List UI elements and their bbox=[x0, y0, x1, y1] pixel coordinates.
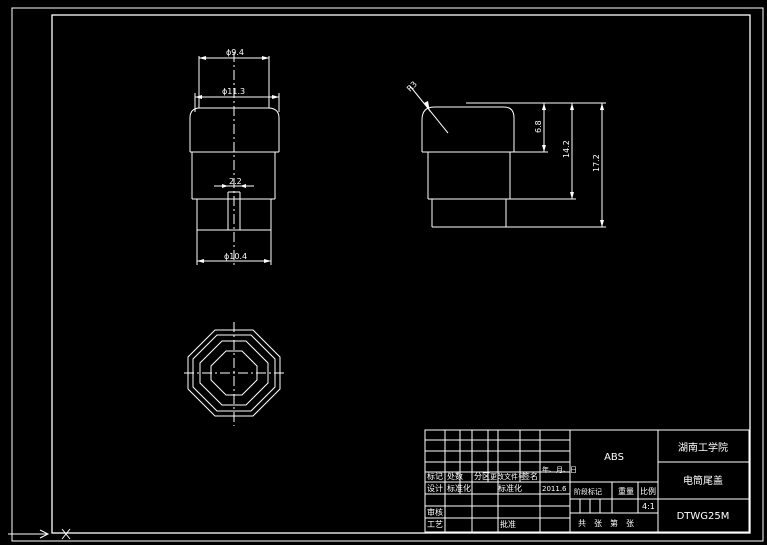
dim-bottom-width: ϕ10.4 bbox=[224, 252, 247, 261]
front-view[interactable] bbox=[189, 52, 280, 268]
sheet-border bbox=[11, 7, 764, 542]
stage-mark-label: 阶段标记 bbox=[574, 487, 602, 496]
material-value: ABS bbox=[604, 452, 624, 463]
scale-value: 4:1 bbox=[642, 502, 655, 511]
count-label: 处数 bbox=[447, 471, 463, 481]
zone-label: 分区 bbox=[474, 472, 490, 481]
title-block-text: 标记 处数 分区 更改文件号 签名 年、月、日 设计 标准化 标准化 2011.… bbox=[427, 441, 729, 529]
process-label: 工艺 bbox=[427, 520, 443, 529]
side-view-arrows bbox=[424, 101, 604, 227]
dim-slot-width: 2.2 bbox=[229, 177, 242, 186]
drawing-number: DTWG25M bbox=[677, 511, 730, 522]
school-name: 湖南工学院 bbox=[678, 441, 728, 454]
dim-radius: R3 bbox=[405, 80, 419, 94]
dim-height-total: 17.2 bbox=[592, 154, 601, 172]
ucs-icon bbox=[8, 528, 71, 540]
dim-top-width: ϕ9.4 bbox=[226, 48, 244, 57]
date-label: 年、月、日 bbox=[542, 465, 577, 474]
part-name: 电筒尾盖 bbox=[683, 474, 723, 487]
design-label: 设计 bbox=[427, 483, 443, 493]
date-fragment: 2011.6 bbox=[542, 485, 567, 493]
audit-label: 审核 bbox=[427, 507, 443, 517]
standardize-label-2: 标准化 bbox=[498, 483, 522, 493]
dim-height-cap: 6.8 bbox=[534, 120, 543, 133]
dim-height-mid: 14.2 bbox=[562, 140, 571, 158]
title-block[interactable] bbox=[424, 429, 750, 533]
standardize-label-1: 标准化 bbox=[447, 483, 471, 493]
top-view-octagon[interactable] bbox=[184, 322, 284, 426]
sheets-label: 共 张 第 张 bbox=[578, 518, 634, 528]
change-doc-label: 更改文件号 bbox=[490, 472, 525, 481]
weight-label: 重量 bbox=[618, 486, 634, 496]
sign-label: 签名 bbox=[522, 471, 538, 481]
scale-label: 比例 bbox=[640, 486, 656, 496]
side-view[interactable] bbox=[409, 85, 606, 228]
mark-label: 标记 bbox=[427, 471, 443, 481]
dim-cap-width: ϕ11.3 bbox=[222, 87, 245, 96]
approve-label: 批准 bbox=[500, 519, 516, 529]
front-view-arrows bbox=[195, 56, 279, 263]
